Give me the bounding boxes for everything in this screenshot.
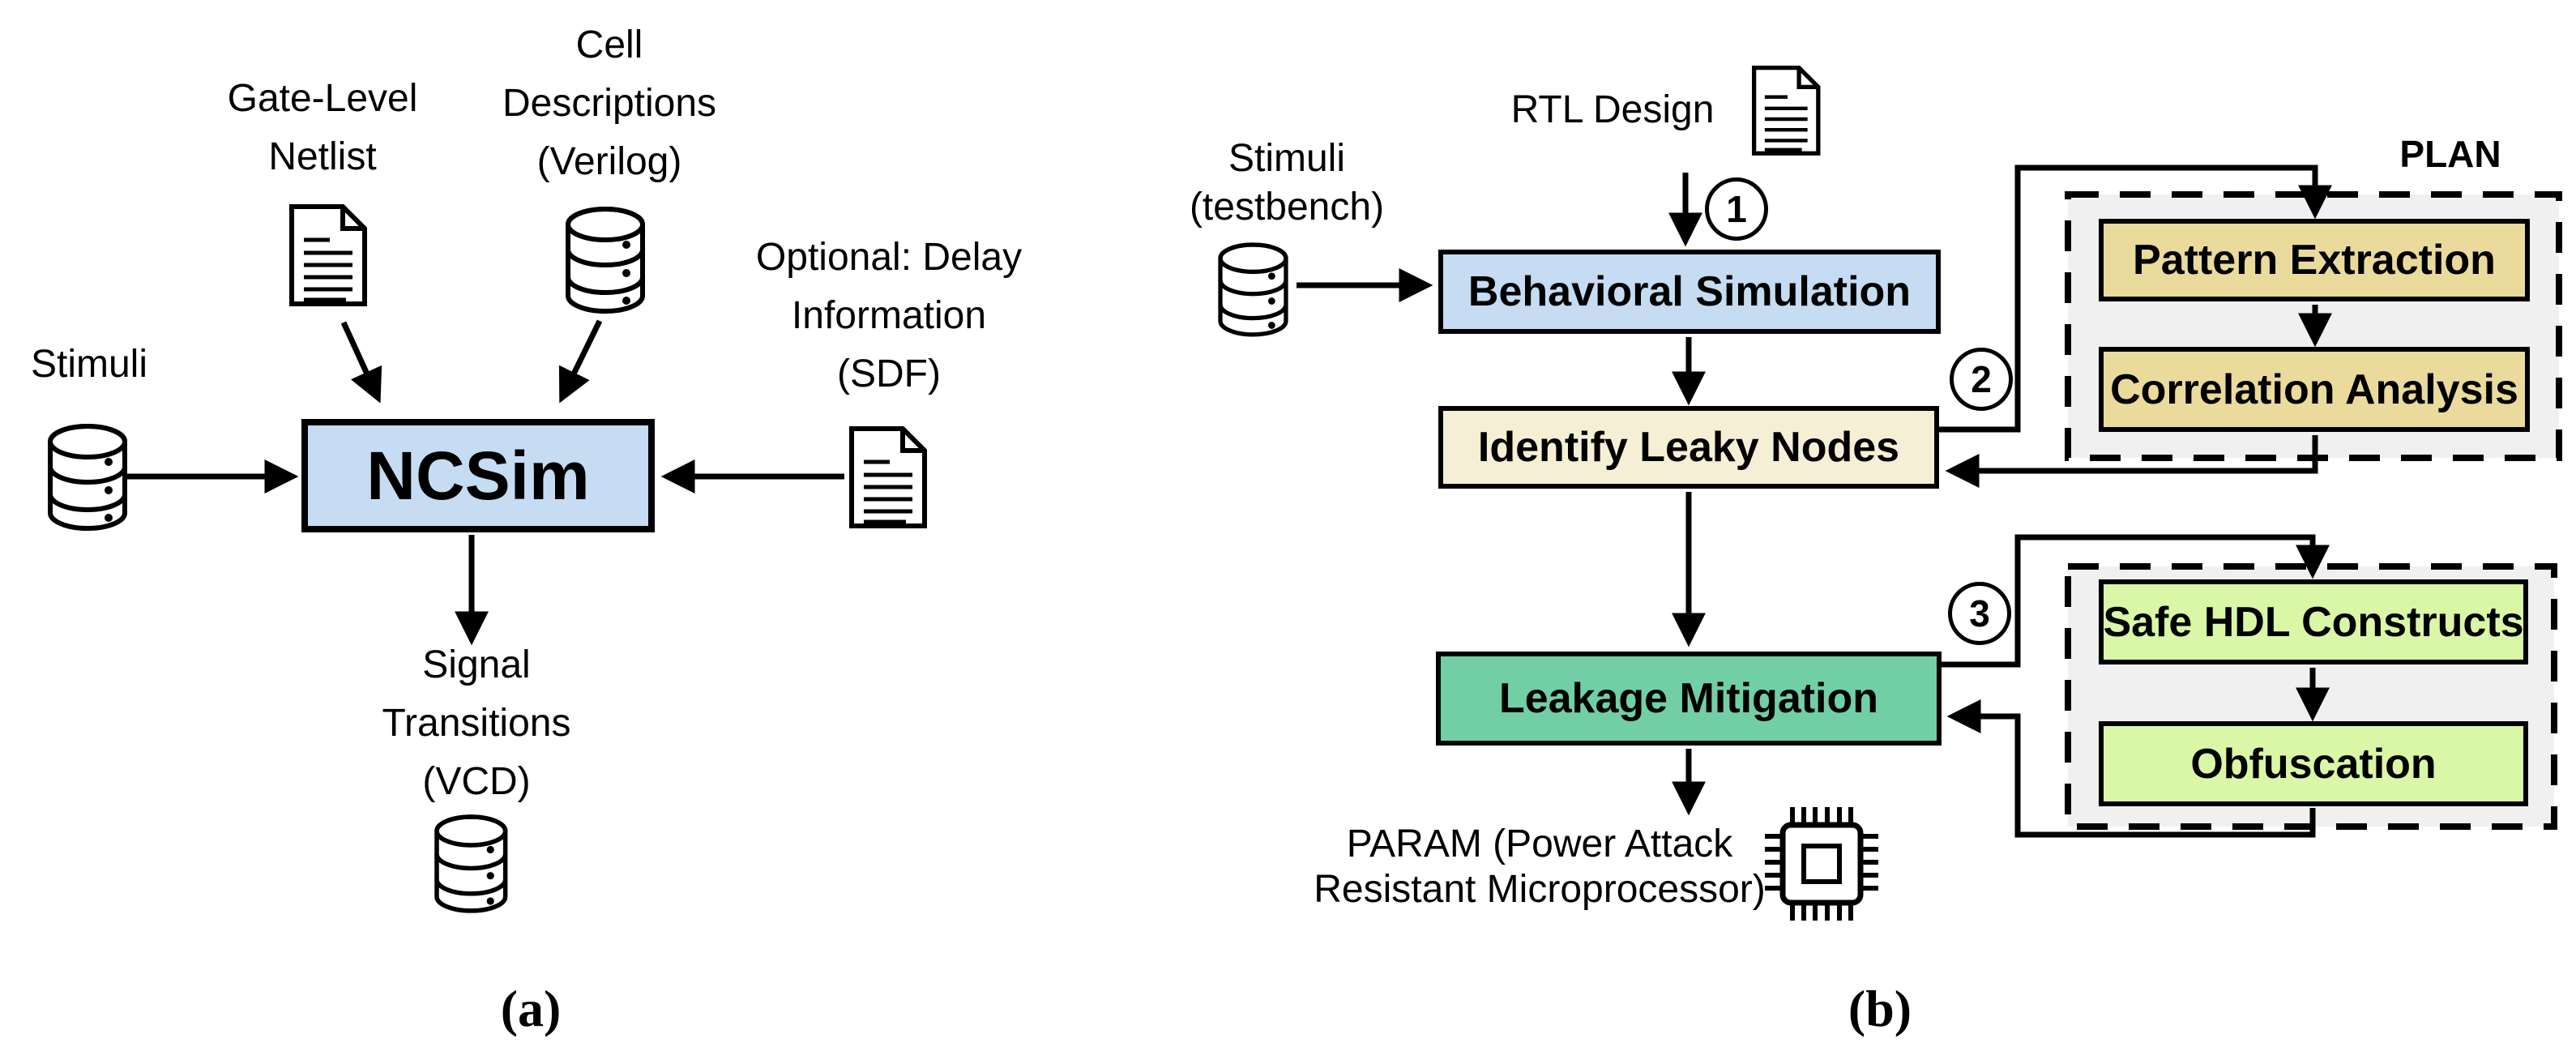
node-obfuscation: Obfuscation <box>2099 721 2528 806</box>
node-behavioral-simulation: Behavioral Simulation <box>1438 250 1941 334</box>
node-ncsim: NCSim <box>301 419 655 532</box>
database-icon <box>1220 245 1286 335</box>
arrow-netlist-to-ncsim <box>340 321 382 404</box>
database-icon <box>437 817 506 911</box>
database-icon <box>50 426 125 528</box>
arrow-identify-to-plan <box>1939 165 2332 433</box>
arrow-celldesc-to-ncsim <box>558 319 603 404</box>
label-signal-transitions-vcd: Signal Transitions (VCD) <box>382 643 571 803</box>
step-badge-3: 3 <box>1948 582 2011 645</box>
document-icon <box>292 207 365 304</box>
caption-b: (b) <box>1848 980 1912 1037</box>
label-param-output: PARAM (Power Attack Resistant Microproce… <box>1314 823 1766 911</box>
label-rtl-design: RTL Design <box>1510 88 1715 131</box>
arrow-obfuscation-to-leakage <box>1946 699 2316 838</box>
label-plan-title: PLAN <box>2399 133 2501 175</box>
arrow-plan-to-identify <box>1945 435 2318 488</box>
arrow-leakage-to-safehdl <box>1941 534 2330 668</box>
document-icon <box>852 429 925 526</box>
label-gate-level-netlist: Gate-Level Netlist <box>227 77 418 178</box>
label-stimuli: Stimuli <box>30 343 148 386</box>
node-safe-hdl-constructs: Safe HDL Constructs <box>2099 579 2528 664</box>
document-icon <box>1754 68 1818 154</box>
node-pattern-extraction: Pattern Extraction <box>2099 219 2530 301</box>
microchip-icon <box>1765 807 1878 921</box>
node-identify-leaky-nodes: Identify Leaky Nodes <box>1438 406 1939 489</box>
step-badge-2: 2 <box>1950 348 2013 411</box>
step-badge-1: 1 <box>1705 177 1768 241</box>
label-stimuli-testbench: Stimuli (testbench) <box>1189 137 1385 229</box>
node-correlation-analysis: Correlation Analysis <box>2099 347 2530 432</box>
caption-a: (a) <box>500 980 562 1037</box>
database-icon <box>568 209 643 311</box>
label-optional-delay-sdf: Optional: Delay Information (SDF) <box>755 236 1023 395</box>
label-cell-descriptions: Cell Descriptions (Verilog) <box>502 24 717 183</box>
node-leakage-mitigation: Leakage Mitigation <box>1436 652 1942 746</box>
